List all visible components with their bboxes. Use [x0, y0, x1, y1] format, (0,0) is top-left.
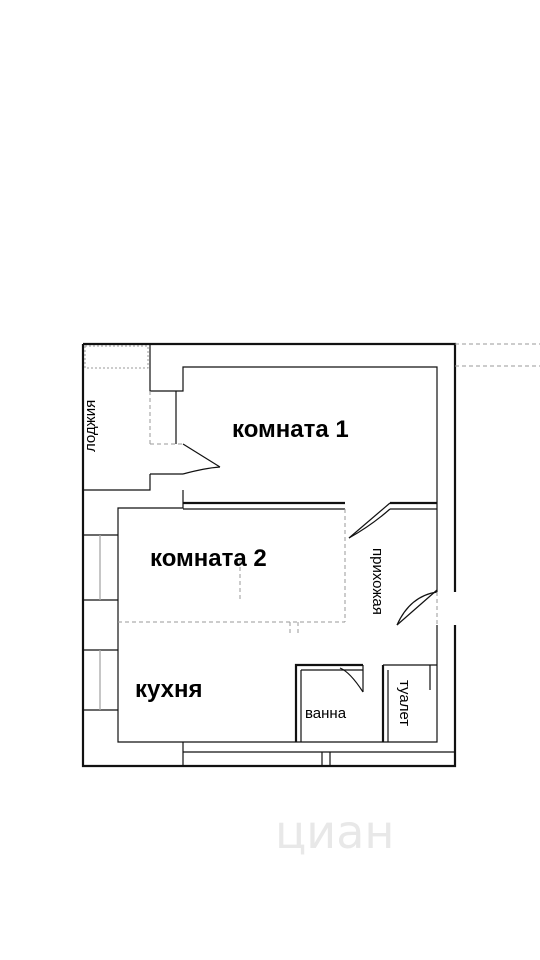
kitchen-label: кухня — [135, 676, 203, 703]
hallway-label: прихожая — [369, 548, 386, 615]
inner-walls — [118, 391, 437, 742]
doors — [182, 443, 438, 693]
watermark-logo: циан — [275, 805, 394, 859]
bathroom-label: ванна — [305, 705, 347, 722]
toilet-label: туалет — [396, 680, 413, 726]
room-2-label: комната 2 — [150, 545, 267, 572]
loggia-label: лоджия — [82, 400, 99, 452]
room-1-label: комната 1 — [232, 416, 349, 443]
outer-walls — [81, 342, 540, 768]
watermark-text: циан — [275, 805, 394, 859]
